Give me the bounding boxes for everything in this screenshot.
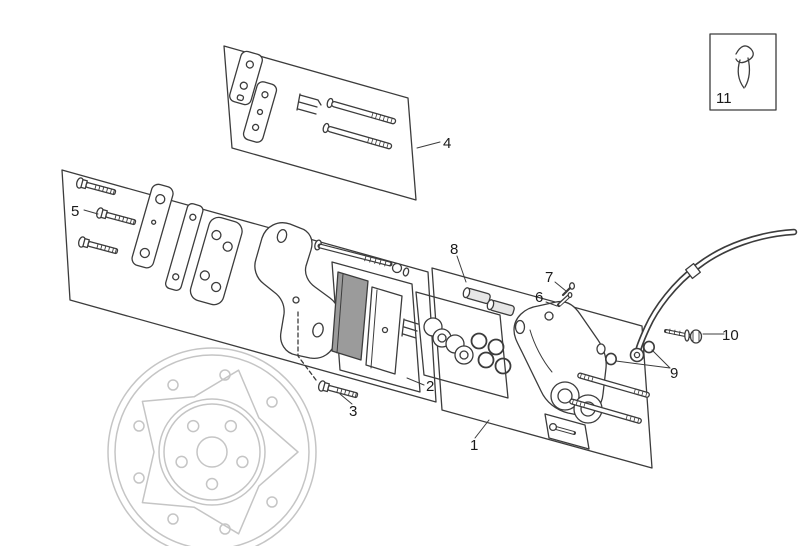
pistons-and-seals <box>423 317 512 375</box>
spacer-sleeve-2 <box>485 298 516 317</box>
mounting-bolts-5 <box>74 176 138 258</box>
callout-2: 2 <box>426 378 434 395</box>
anti-vibration-plate <box>189 216 243 306</box>
callout-10: 10 <box>722 327 739 344</box>
bolt-5c <box>76 235 120 258</box>
callouts: 1 2 3 4 5 6 7 8 9 10 11 <box>71 90 739 454</box>
pad-pin-2 <box>321 122 394 152</box>
brake-hose <box>629 228 798 363</box>
pad-pin-1 <box>325 97 398 127</box>
callout-6: 6 <box>535 289 543 306</box>
bleed-valve <box>557 291 573 307</box>
frame-small-pin <box>544 413 590 450</box>
pad-wear-clip <box>401 318 419 339</box>
group-frames <box>61 33 777 469</box>
frame-clip-11 <box>709 33 777 111</box>
pad-kit-contents <box>229 50 398 152</box>
callout-4: 4 <box>443 135 451 152</box>
mount-plate <box>131 183 174 269</box>
banjo-bolt <box>664 328 703 344</box>
bolt-5a <box>74 176 118 199</box>
spacer-sleeve-1 <box>461 286 492 305</box>
caliper-bracket <box>254 222 341 359</box>
callout-11: 11 <box>716 90 732 107</box>
sealing-washers <box>604 340 655 366</box>
callout-3: 3 <box>349 403 357 420</box>
pad-spring-clip <box>296 93 322 115</box>
bolt-3 <box>316 379 360 402</box>
brake-disc <box>107 347 317 546</box>
bolt-5b <box>94 206 138 229</box>
pad-shim-plate-a <box>229 50 263 106</box>
slide-pin <box>314 239 410 277</box>
callout-5: 5 <box>71 203 79 220</box>
safety-clip <box>735 45 754 89</box>
frame-pistons <box>415 291 509 399</box>
leader-lines <box>83 141 725 439</box>
pad-shim-plate-b <box>242 81 278 143</box>
callout-9: 9 <box>670 365 678 382</box>
callout-1: 1 <box>470 437 478 454</box>
frame-pad-kit-4 <box>223 45 417 201</box>
gasket-plate <box>164 203 204 292</box>
callout-8: 8 <box>450 241 458 258</box>
small-pin <box>548 422 576 435</box>
assembly-dashed-line <box>297 311 317 381</box>
brake-pad-outer <box>365 286 403 375</box>
callout-7: 7 <box>545 269 553 286</box>
brake-pads <box>331 271 419 375</box>
bleed-screw-cap <box>561 282 576 297</box>
